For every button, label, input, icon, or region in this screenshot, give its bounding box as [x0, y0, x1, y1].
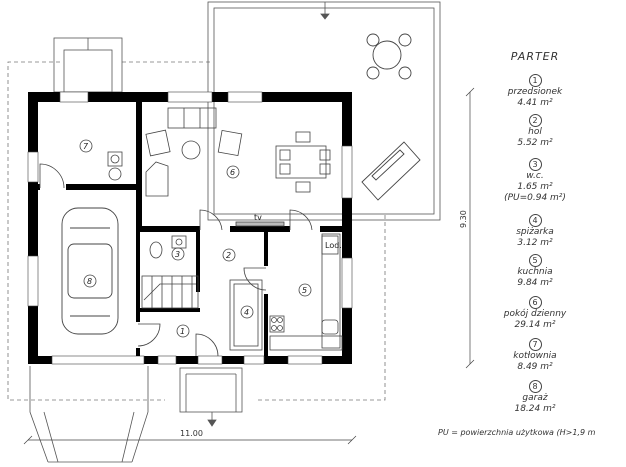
room-marker-2: 2: [222, 248, 236, 262]
legend-room-number: 8: [528, 380, 542, 393]
width-dimension-label: 11.00: [180, 429, 203, 438]
living-furniture: [145, 107, 331, 227]
legend-room-1: 1 przedsionek 4.41 m²: [495, 74, 575, 109]
tv-label: tv: [254, 213, 262, 222]
plan-title: PARTER: [510, 50, 560, 63]
legend-room-area: 9.84 m²: [517, 278, 553, 288]
terrace: [207, 1, 441, 221]
svg-text:1: 1: [180, 327, 185, 336]
pantry-shelves: [229, 279, 263, 351]
legend-room-4: 4 spiżarka 3.12 m²: [495, 214, 575, 249]
legend-room-number: 3: [528, 158, 542, 171]
legend-room-7: 7 kotłownia 8.49 m²: [495, 338, 575, 373]
svg-text:2: 2: [226, 251, 231, 260]
svg-text:3: 3: [175, 250, 180, 259]
car: [61, 207, 119, 335]
legend-room-number: 5: [528, 254, 542, 267]
legend-room-8: 8 garaż 18.24 m²: [495, 380, 575, 415]
room-marker-5: 5: [298, 283, 312, 297]
terrace-table: [366, 33, 412, 80]
legend-room-area: 4.41 m²: [517, 98, 553, 108]
svg-text:5: 5: [302, 286, 307, 295]
legend-room-usable-area: (PU=0.94 m²): [504, 193, 566, 203]
legend-room-3: 3 w.c. 1.65 m² (PU=0.94 m²): [495, 158, 575, 204]
legend-room-area: 18.24 m²: [514, 404, 556, 414]
legend-room-number: 2: [528, 114, 542, 127]
room-marker-6: 6: [226, 165, 240, 179]
room-marker-7: 7: [79, 139, 93, 153]
svg-text:7: 7: [83, 142, 89, 151]
boiler-fixtures: [107, 151, 123, 181]
legend-room-5: 5 kuchnia 9.84 m²: [495, 254, 575, 289]
depth-dimension: [465, 87, 475, 369]
svg-text:4: 4: [244, 308, 249, 317]
legend-room-area: 8.49 m²: [517, 362, 553, 372]
legend-room-name: spiżarka: [516, 227, 554, 237]
legend-room-area: 5.52 m²: [517, 138, 553, 148]
legend-room-name: hol: [528, 127, 542, 137]
legend-room-name: kotłownia: [513, 351, 557, 361]
width-dimension: [23, 435, 357, 445]
svg-text:8: 8: [87, 277, 92, 286]
staircase: [141, 275, 199, 309]
door-gaps: [40, 183, 320, 348]
legend-room-name: pokój dzienny: [503, 309, 567, 319]
wall-openings: [27, 91, 353, 365]
legend-room-2: 2 hol 5.52 m²: [495, 114, 575, 149]
legend-room-area: 3.12 m²: [517, 238, 553, 248]
legend-room-number: 1: [528, 74, 542, 87]
legend-room-name: przedsionek: [507, 87, 563, 97]
room-markers: 7 6 8 3 2 5 4 1: [79, 139, 312, 338]
fridge-label: Lod.: [325, 241, 342, 250]
svg-text:6: 6: [230, 168, 235, 177]
sun-lounger: [361, 141, 421, 201]
legend-room-name: kuchnia: [517, 267, 553, 277]
legend-room-area: 1.65 m²: [517, 182, 553, 192]
room-marker-8: 8: [83, 274, 97, 288]
legend-room-name: w.c.: [526, 171, 544, 181]
room-marker-3: 3: [171, 247, 185, 261]
room-marker-4: 4: [240, 305, 254, 319]
depth-dimension-label: 9.30: [459, 210, 468, 228]
legend-room-area: 29.14 m²: [514, 320, 556, 330]
legend-room-number: 6: [528, 296, 542, 309]
driveway: [29, 366, 149, 463]
legend-room-number: 4: [528, 214, 542, 227]
legend-room-number: 7: [528, 338, 542, 351]
usable-area-footnote: PU = powierzchnia użytkowa (H>1,9 m: [438, 428, 596, 437]
flue: [53, 37, 123, 93]
entrance-steps: [179, 367, 243, 427]
room-marker-1: 1: [176, 324, 190, 338]
wc-fixtures: [149, 235, 187, 259]
roof-outline: [7, 61, 386, 401]
kitchen-counters: [269, 233, 343, 351]
legend-room-name: garaż: [522, 393, 548, 403]
legend-room-6: 6 pokój dzienny 29.14 m²: [495, 296, 575, 331]
